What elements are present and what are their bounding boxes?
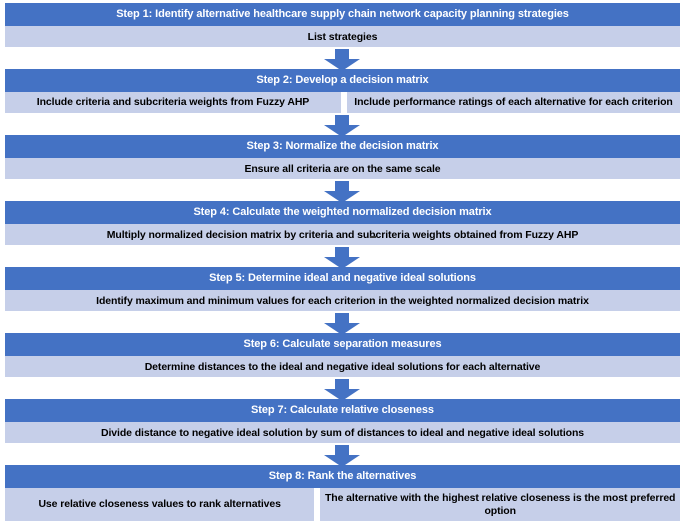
step-6-subtitle: Determine distances to the ideal and neg… <box>5 356 680 377</box>
step-block-1: Step 1: Identify alternative healthcare … <box>5 3 680 47</box>
down-arrow-icon <box>324 115 360 137</box>
step-8-subtitle-right: The alternative with the highest relativ… <box>320 488 680 521</box>
step-block-4: Step 4: Calculate the weighted normalize… <box>5 201 680 245</box>
down-arrow-icon <box>324 181 360 203</box>
step-2-subtitle-divider <box>341 92 347 113</box>
down-arrow-icon <box>324 379 360 401</box>
step-2-subtitle-left: Include criteria and subcriteria weights… <box>5 92 341 113</box>
step-4-header: Step 4: Calculate the weighted normalize… <box>5 201 680 224</box>
step-5-header: Step 5: Determine ideal and negative ide… <box>5 267 680 290</box>
step-1-subtitle: List strategies <box>5 26 680 47</box>
step-7-subtitle: Divide distance to negative ideal soluti… <box>5 422 680 443</box>
step-8-header: Step 8: Rank the alternatives <box>5 465 680 488</box>
step-block-7: Step 7: Calculate relative closeness Div… <box>5 399 680 443</box>
step-8-subtitle-row: Use relative closeness values to rank al… <box>5 488 680 521</box>
step-block-3: Step 3: Normalize the decision matrix En… <box>5 135 680 179</box>
step-8-subtitle-divider <box>314 488 321 521</box>
step-7-header: Step 7: Calculate relative closeness <box>5 399 680 422</box>
step-8-subtitle-left: Use relative closeness values to rank al… <box>5 488 315 521</box>
step-block-8: Step 8: Rank the alternatives Use relati… <box>5 465 680 521</box>
step-2-subtitle-right: Include performance ratings of each alte… <box>347 92 680 113</box>
step-6-header: Step 6: Calculate separation measures <box>5 333 680 356</box>
step-block-2: Step 2: Develop a decision matrix Includ… <box>5 69 680 113</box>
step-3-subtitle: Ensure all criteria are on the same scal… <box>5 158 680 179</box>
overlap-artifact <box>370 236 376 238</box>
down-arrow-icon <box>324 247 360 269</box>
step-block-6: Step 6: Calculate separation measures De… <box>5 333 680 377</box>
step-block-5: Step 5: Determine ideal and negative ide… <box>5 267 680 311</box>
step-1-header: Step 1: Identify alternative healthcare … <box>5 3 680 26</box>
down-arrow-icon <box>324 313 360 335</box>
step-4-subtitle: Multiply normalized decision matrix by c… <box>5 224 680 245</box>
step-5-subtitle: Identify maximum and minimum values for … <box>5 290 680 311</box>
step-3-header: Step 3: Normalize the decision matrix <box>5 135 680 158</box>
step-2-header: Step 2: Develop a decision matrix <box>5 69 680 92</box>
down-arrow-icon <box>324 445 360 467</box>
down-arrow-icon <box>324 49 360 71</box>
step-2-subtitle-row: Include criteria and subcriteria weights… <box>5 92 680 113</box>
